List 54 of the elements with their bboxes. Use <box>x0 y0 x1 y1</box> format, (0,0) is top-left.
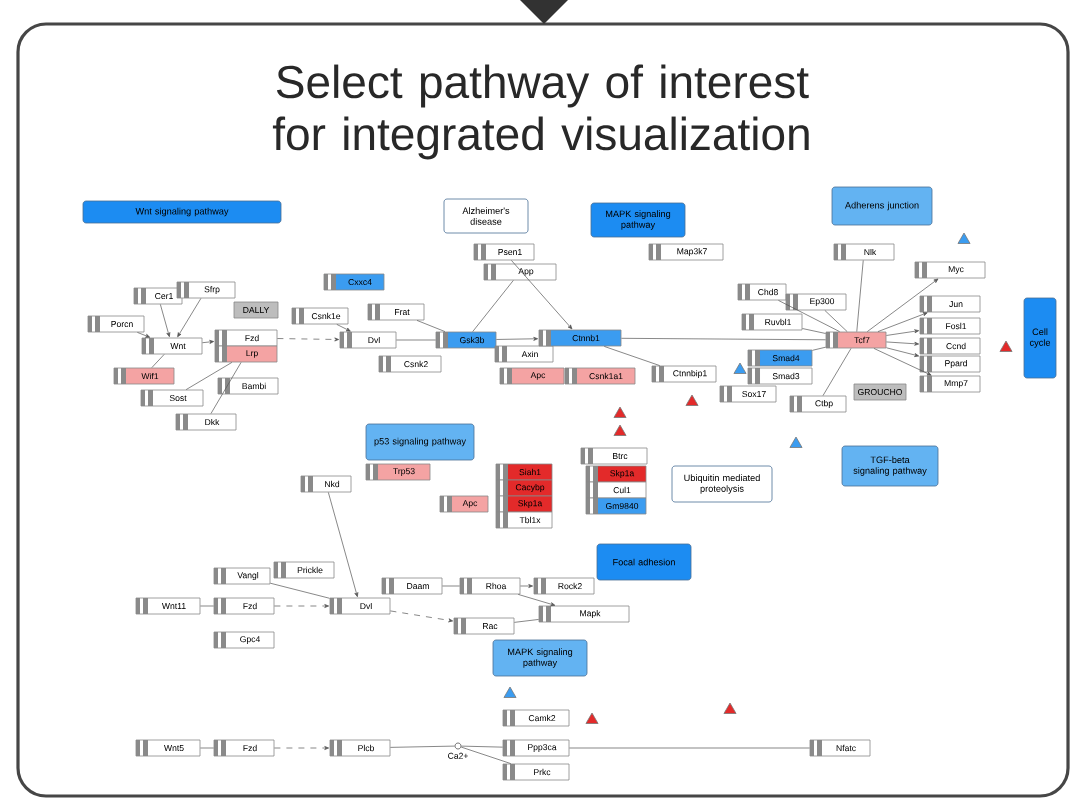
triangle-marker <box>957 232 971 244</box>
arrow <box>886 329 920 336</box>
arrow <box>274 746 330 750</box>
triangle-marker <box>585 712 599 724</box>
arrow <box>520 584 533 588</box>
triangle-marker <box>613 406 627 418</box>
title: Select pathway of interest for integrated visualization <box>272 64 809 160</box>
connector-line <box>802 328 826 334</box>
triangle-marker <box>733 362 747 374</box>
connector-line <box>416 320 446 332</box>
arrow <box>202 340 214 344</box>
arrow <box>274 604 330 608</box>
triangle-marker <box>503 686 517 698</box>
connector-line <box>442 585 460 587</box>
arrow <box>496 336 538 341</box>
connector-line <box>151 354 165 368</box>
connector-line <box>390 745 455 748</box>
arrow <box>877 312 928 332</box>
arrow <box>873 348 932 376</box>
connector-line <box>812 346 826 351</box>
arrow <box>336 324 351 332</box>
triangle-marker <box>685 394 699 406</box>
connector-line <box>185 362 233 390</box>
triangle-marker <box>999 340 1013 352</box>
connector-line <box>396 339 436 341</box>
connector-line <box>200 605 214 607</box>
connector-line <box>824 310 848 332</box>
arrow <box>177 298 202 338</box>
connector-line <box>621 337 826 341</box>
connector-line <box>472 280 514 332</box>
arrow <box>277 337 340 342</box>
arrow <box>137 332 151 338</box>
connector-line <box>460 746 512 764</box>
triangle-marker <box>723 702 737 714</box>
triangle-marker <box>613 424 627 436</box>
connector-line <box>210 362 242 414</box>
connector-line <box>603 346 661 366</box>
arrow <box>511 260 573 330</box>
connector-line <box>461 745 503 748</box>
connector-line <box>856 260 864 332</box>
triangle-marker <box>789 436 803 448</box>
arrow <box>160 304 171 338</box>
connector-line <box>778 300 840 332</box>
connector-line <box>200 747 214 749</box>
arrow <box>517 594 556 607</box>
connector-line <box>270 582 330 599</box>
connector-line <box>569 747 810 749</box>
arrow <box>886 341 919 346</box>
arrow <box>866 278 939 332</box>
connector-line <box>822 348 852 396</box>
arrow <box>328 492 359 598</box>
connector-line <box>514 619 539 623</box>
arrow <box>886 347 920 357</box>
arrow <box>390 610 454 623</box>
